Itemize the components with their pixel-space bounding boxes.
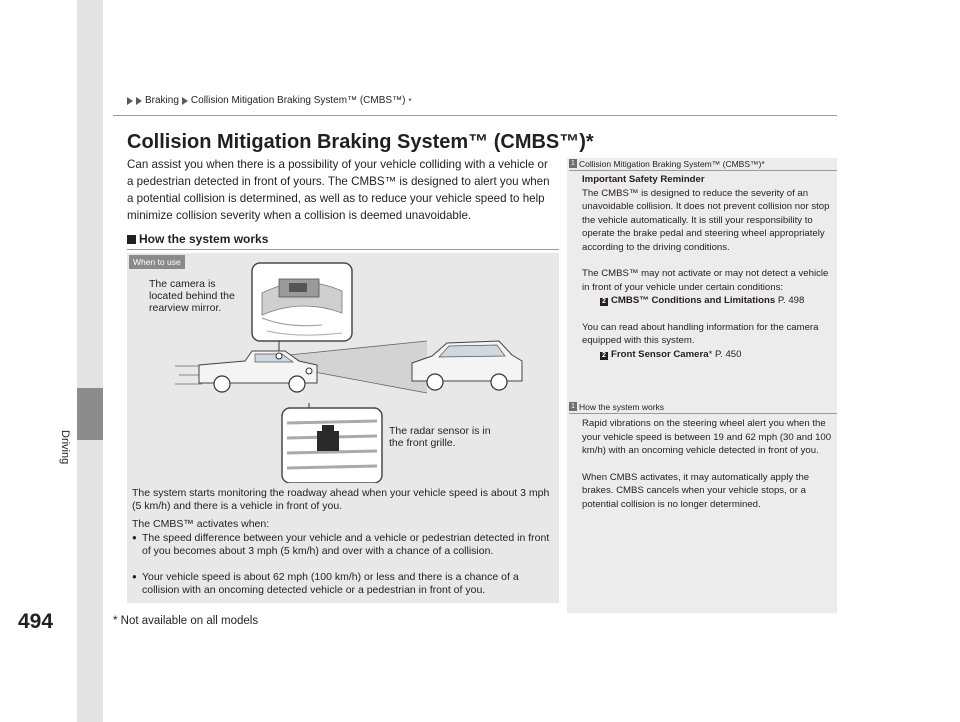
note-heading: 1 Collision Mitigation Braking System™ (… bbox=[569, 159, 765, 169]
detection-beam bbox=[279, 341, 427, 393]
system-diagram-panel: When to use bbox=[127, 253, 559, 603]
breadcrumb-arrow-icon bbox=[181, 96, 188, 105]
activation-bullet: The speed difference between your vehicl… bbox=[132, 532, 552, 557]
note-paragraph: Rapid vibrations on the steering wheel a… bbox=[582, 418, 832, 456]
footnote: * Not available on all models bbox=[113, 615, 259, 627]
camera-label: The camera is located behind the rearvie… bbox=[149, 278, 235, 314]
note-heading-text: How the system works bbox=[579, 402, 665, 412]
reference-page: P. 450 bbox=[714, 348, 742, 360]
when-to-use-tag: When to use bbox=[129, 255, 185, 269]
note-heading: 1 How the system works bbox=[569, 402, 664, 412]
reference-arrow-icon: 2 bbox=[600, 298, 608, 306]
section-heading-text: How the system works bbox=[139, 232, 269, 246]
breadcrumb-item: Collision Mitigation Braking System™ (CM… bbox=[190, 95, 406, 106]
chapter-label: Driving bbox=[59, 430, 71, 465]
notes-column: 1 Collision Mitigation Braking System™ (… bbox=[567, 158, 837, 613]
section-rule bbox=[127, 249, 559, 250]
note-paragraph: The CMBS™ may not activate or may not de… bbox=[582, 268, 829, 293]
radar-label: The radar sensor is in the front grille. bbox=[389, 425, 491, 449]
note-heading-text: Collision Mitigation Braking System™ (CM… bbox=[579, 159, 765, 169]
header-rule bbox=[113, 115, 837, 116]
breadcrumb-arrow-icon bbox=[136, 96, 142, 105]
own-vehicle-image bbox=[198, 350, 318, 393]
note-body: Rapid vibrations on the steering wheel a… bbox=[582, 417, 832, 511]
system-illustration bbox=[175, 262, 523, 483]
note-paragraph: When CMBS activates, it may automaticall… bbox=[582, 471, 810, 510]
activates-heading: The CMBS™ activates when: bbox=[132, 518, 270, 530]
reference-label: Front Sensor Camera bbox=[611, 348, 709, 360]
chapter-tab-marker bbox=[77, 388, 103, 440]
activation-bullet: Your vehicle speed is about 62 mph (100 … bbox=[132, 571, 552, 596]
reference-label: CMBS™ Conditions and Limitations bbox=[611, 295, 776, 306]
note-number-icon: 1 bbox=[569, 402, 577, 411]
breadcrumb-item: Braking bbox=[145, 95, 179, 106]
note-number-icon: 1 bbox=[569, 159, 577, 168]
vehicle-ahead-image bbox=[411, 340, 523, 391]
square-bullet-icon bbox=[127, 234, 136, 244]
reference-page: P. 498 bbox=[777, 295, 805, 306]
note-paragraph: You can read about handling information … bbox=[582, 321, 819, 347]
camera-inset-image bbox=[251, 262, 353, 342]
safety-reminder-title: Important Safety Reminder bbox=[582, 174, 705, 185]
breadcrumb: Braking Collision Mitigation Braking Sys… bbox=[127, 95, 412, 106]
note-rule bbox=[569, 413, 837, 414]
page-number: 494 bbox=[18, 610, 54, 633]
note-paragraph: The CMBS™ is designed to reduce the seve… bbox=[582, 187, 830, 253]
breadcrumb-arrow-icon bbox=[127, 96, 133, 105]
reference-arrow-icon: 2 bbox=[600, 351, 608, 360]
breadcrumb-star: * bbox=[408, 95, 412, 106]
monitoring-text: The system starts monitoring the roadway… bbox=[132, 487, 550, 512]
radar-inset-image bbox=[281, 407, 383, 483]
note-body: Important Safety Reminder The CMBS™ is d… bbox=[582, 173, 832, 361]
reference-star: * bbox=[708, 348, 713, 360]
intro-paragraph: Can assist you when there is a possibili… bbox=[127, 158, 550, 222]
section-heading: How the system works bbox=[127, 232, 268, 246]
note-rule bbox=[569, 170, 837, 171]
chapter-tab bbox=[77, 0, 103, 722]
page-title: Collision Mitigation Braking System™ (CM… bbox=[127, 131, 594, 153]
